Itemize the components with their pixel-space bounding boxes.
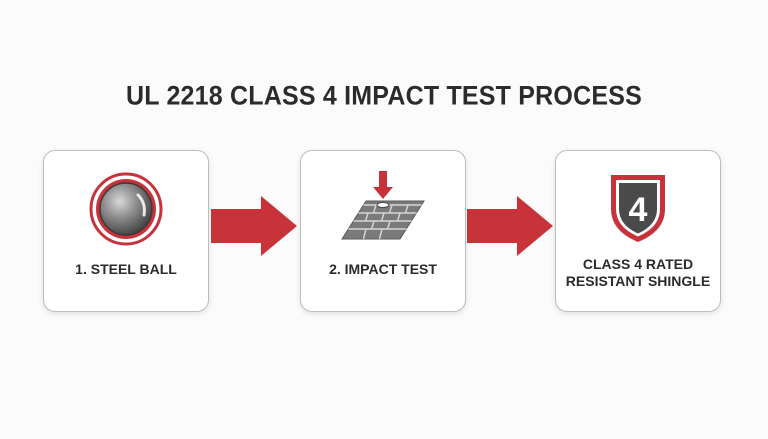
step-label-steel-ball: 1. STEEL BALL	[75, 261, 177, 277]
step-label-impact-test: 2. IMPACT TEST	[329, 261, 437, 277]
steel-ball-icon	[44, 171, 208, 247]
impact-shingle-icon	[301, 169, 465, 245]
class-4-badge-text: 4	[629, 191, 648, 229]
step-label-line-2: RESISTANT SHINGLE	[565, 273, 711, 289]
diagram-title: UL 2218 CLASS 4 IMPACT TEST PROCESS	[126, 80, 642, 112]
step-card-impact-test: 2. IMPACT TEST	[300, 150, 466, 312]
step-card-steel-ball: 1. STEEL BALL	[43, 150, 209, 312]
arrow-right-icon	[211, 196, 297, 256]
class-4-shield-icon: 4	[556, 171, 720, 245]
step-card-class-4-shingle: 4 CLASS 4 RATED RESISTANT SHINGLE	[555, 150, 721, 312]
step-label-line-1: CLASS 4 RATED	[582, 256, 694, 272]
arrow-right-icon	[467, 196, 553, 256]
step-label-class-4-shingle: CLASS 4 RATED RESISTANT SHINGLE	[556, 256, 720, 290]
